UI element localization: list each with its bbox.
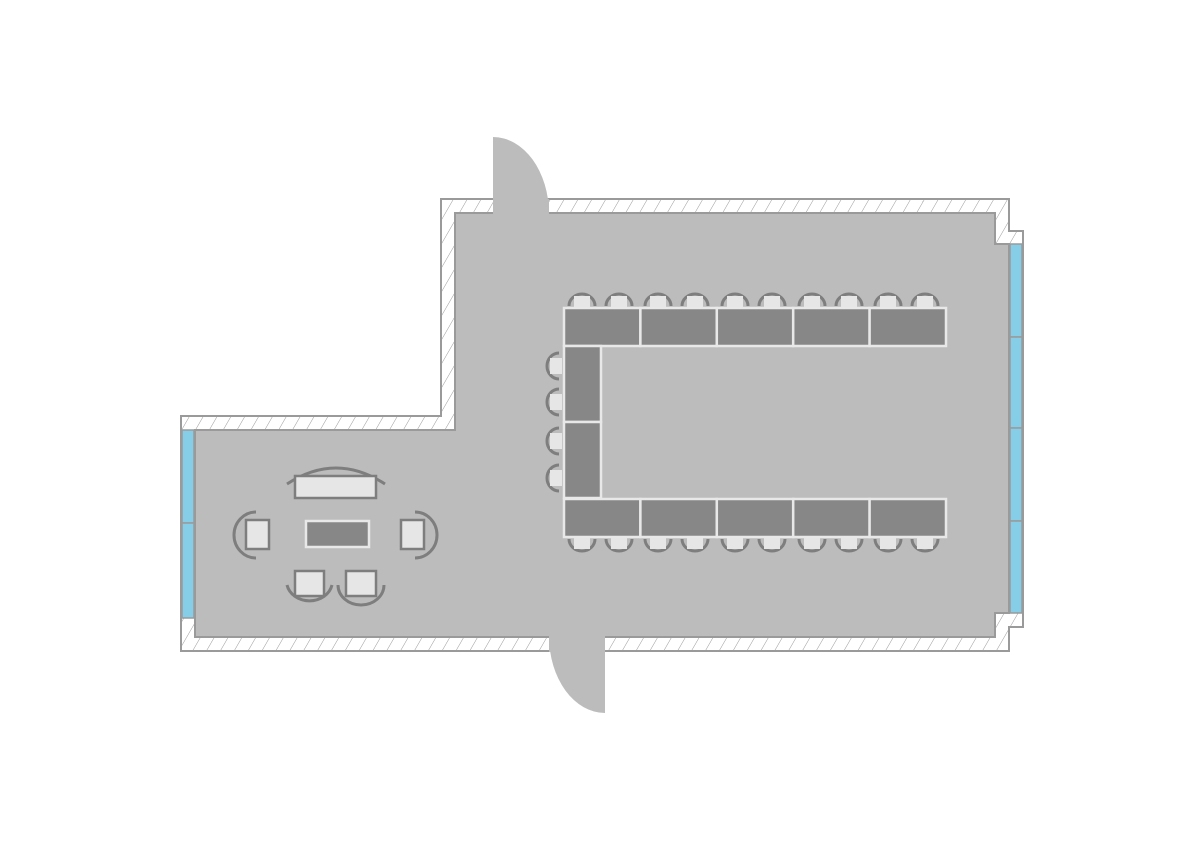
chair-back xyxy=(873,538,903,553)
window-pane xyxy=(181,522,195,619)
table-segment xyxy=(562,420,603,500)
armchair xyxy=(293,569,326,598)
chair-back xyxy=(797,292,827,307)
table-segment xyxy=(868,497,948,539)
chair-seat xyxy=(841,296,857,308)
armchair-back xyxy=(232,510,257,560)
chair-back xyxy=(545,463,560,493)
doors xyxy=(493,137,605,713)
table-segment xyxy=(715,306,795,348)
armchair-back xyxy=(414,510,439,560)
chair-seat xyxy=(550,433,562,449)
chair-back xyxy=(567,292,597,307)
chair-seat xyxy=(650,537,666,549)
armchair-back xyxy=(336,584,386,607)
chair-back xyxy=(680,292,710,307)
chair-seat xyxy=(880,537,896,549)
chair-seat xyxy=(550,358,562,374)
armchair xyxy=(399,518,426,551)
conference-chairs xyxy=(545,292,940,553)
chair-back xyxy=(757,292,787,307)
armchair-back xyxy=(285,584,334,603)
chair-back xyxy=(757,538,787,553)
chair-seat xyxy=(841,537,857,549)
coffee-table xyxy=(304,519,371,549)
chair-back xyxy=(604,292,634,307)
window-pane xyxy=(1009,427,1023,522)
window-pane xyxy=(1009,520,1023,614)
chair-seat xyxy=(764,537,780,549)
chair-back xyxy=(720,538,750,553)
window-pane xyxy=(1009,336,1023,429)
chair-seat xyxy=(611,296,627,308)
armchair xyxy=(344,569,378,598)
chair-back xyxy=(567,538,597,553)
table-segment xyxy=(791,306,871,348)
table-segment xyxy=(715,497,795,539)
chair-back xyxy=(643,292,673,307)
table-segment xyxy=(791,497,871,539)
chair-back xyxy=(834,538,864,553)
chair-seat xyxy=(917,537,933,549)
window-pane xyxy=(1009,243,1023,338)
chair-back xyxy=(680,538,710,553)
chair-back xyxy=(545,351,560,381)
window-pane xyxy=(181,429,195,524)
windows xyxy=(181,243,1023,619)
chair-seat xyxy=(804,537,820,549)
chair-seat xyxy=(880,296,896,308)
chair-seat xyxy=(611,537,627,549)
table-segment xyxy=(562,344,603,424)
chair-seat xyxy=(574,296,590,308)
chair-seat xyxy=(727,537,743,549)
chair-seat xyxy=(727,296,743,308)
door-top[interactable] xyxy=(493,137,549,214)
chair-back xyxy=(873,292,903,307)
chair-back xyxy=(797,538,827,553)
table-segment xyxy=(639,497,719,539)
chair-back xyxy=(910,538,940,553)
conference-table xyxy=(562,306,948,539)
chair-seat xyxy=(687,537,703,549)
lounge-area xyxy=(232,466,439,607)
table-segment xyxy=(562,306,642,348)
chair-back xyxy=(604,538,634,553)
chair-back xyxy=(643,538,673,553)
table-segment xyxy=(639,306,719,348)
chair-back xyxy=(545,426,560,456)
table-segment xyxy=(868,306,948,348)
table-segment xyxy=(562,497,642,539)
chair-seat xyxy=(550,470,562,486)
chair-back xyxy=(834,292,864,307)
chair-seat xyxy=(550,394,562,410)
chair-seat xyxy=(917,296,933,308)
armchair xyxy=(244,518,271,551)
chair-seat xyxy=(764,296,780,308)
chair-seat xyxy=(687,296,703,308)
chair-seat xyxy=(804,296,820,308)
chair-back xyxy=(720,292,750,307)
chair-seat xyxy=(574,537,590,549)
chair-back xyxy=(545,387,560,417)
sofa xyxy=(293,474,378,500)
door-bottom[interactable] xyxy=(549,636,605,713)
chair-seat xyxy=(650,296,666,308)
chair-back xyxy=(910,292,940,307)
